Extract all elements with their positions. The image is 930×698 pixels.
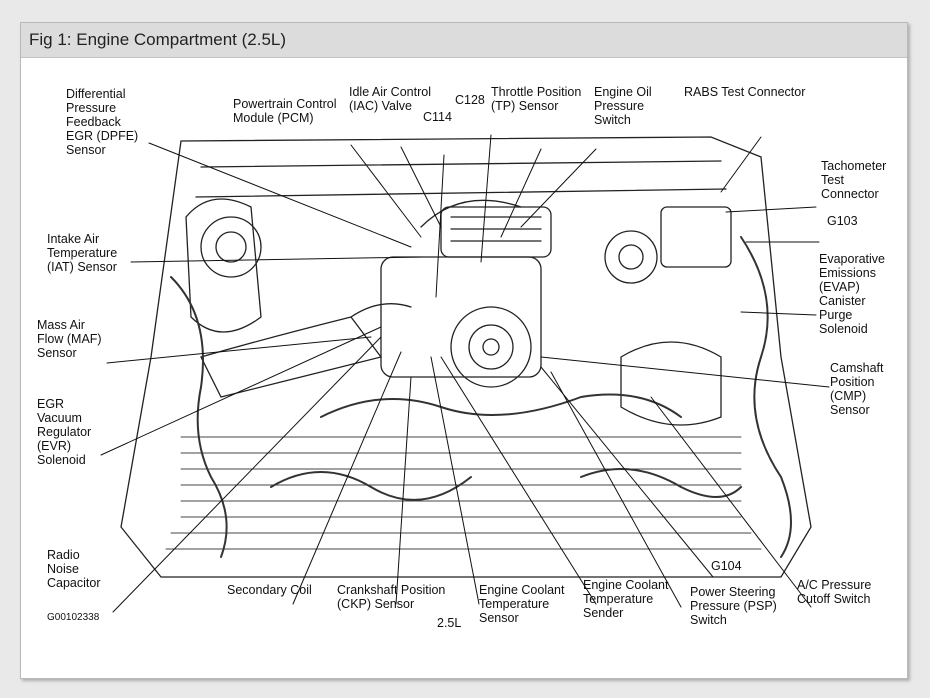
label-psp-switch: Power Steering Pressure (PSP) Switch [690, 585, 777, 627]
intake-duct [200, 316, 383, 398]
fender-outline [120, 136, 812, 578]
left-fender-panel [185, 198, 262, 333]
cowl-line [200, 160, 722, 168]
label-rabs-test-connector: RABS Test Connector [684, 85, 806, 99]
label-evr-solenoid: EGR Vacuum Regulator (EVR) Solenoid [37, 397, 92, 467]
label-ect-sensor: Engine Coolant Temperature Sensor [479, 583, 565, 625]
pulley [450, 306, 532, 388]
wiring-harness [170, 236, 792, 558]
label-iac-valve: Idle Air Control (IAC) Valve [349, 85, 431, 113]
power-steering-reservoir [604, 230, 658, 284]
figure-title-bar: Fig 1: Engine Compartment (2.5L) [21, 23, 907, 58]
engine-compartment-illustration [100, 134, 830, 613]
label-g104: G104 [711, 559, 742, 573]
label-tachometer-test-connector: Tachometer Test Connector [821, 159, 887, 201]
label-g103: G103 [827, 214, 858, 228]
label-ac-pressure-cutoff-switch: A/C Pressure Cutoff Switch [797, 578, 872, 606]
battery-area [660, 206, 732, 268]
label-dpfe-sensor: Differential Pressure Feedback EGR (DPFE… [66, 87, 139, 157]
label-tp-sensor: Throttle Position (TP) Sensor [491, 85, 582, 113]
label-c114: C114 [423, 110, 452, 124]
label-evap-purge-solenoid: Evaporative Emissions (EVAP) Canister Pu… [819, 252, 886, 336]
label-iat-sensor: Intake Air Temperature (IAT) Sensor [47, 232, 118, 274]
label-secondary-coil: Secondary Coil [227, 583, 312, 597]
label-cmp-sensor: Camshaft Position (CMP) Sensor [830, 361, 884, 417]
figure-title: Fig 1: Engine Compartment (2.5L) [29, 30, 287, 49]
figure-code: G00102338 [47, 612, 100, 623]
label-oil-pressure-switch: Engine Oil Pressure Switch [594, 85, 652, 127]
label-radio-noise-capacitor: Radio Noise Capacitor [47, 548, 101, 590]
radiator-grille [165, 436, 762, 550]
figure-frame: Fig 1: Engine Compartment (2.5L) [20, 22, 908, 679]
label-pcm: Powertrain Control Module (PCM) [233, 97, 337, 125]
leader-lines [100, 134, 830, 613]
label-c128: C128 [455, 93, 485, 107]
label-maf-sensor: Mass Air Flow (MAF) Sensor [37, 318, 102, 360]
label-ckp-sensor: Crankshaft Position (CKP) Sensor [337, 583, 446, 611]
engine-size-label: 2.5L [437, 616, 462, 630]
label-ect-sender: Engine Coolant Temperature Sender [583, 578, 669, 620]
